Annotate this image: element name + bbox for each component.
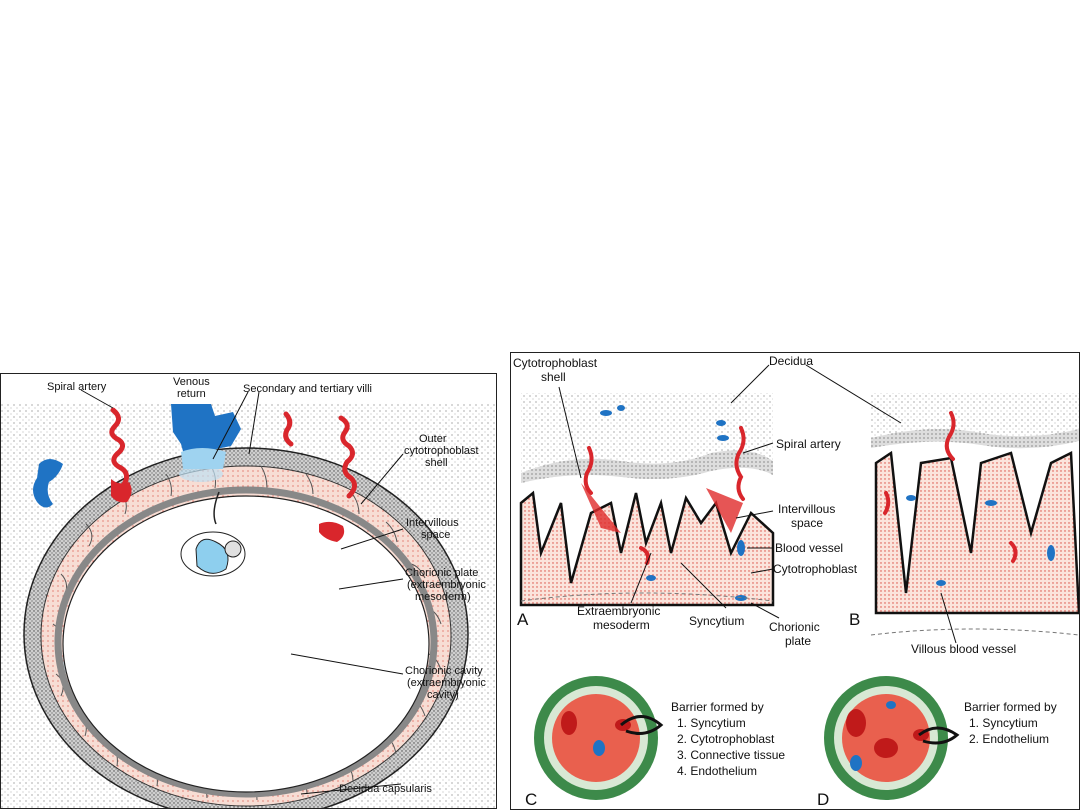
- label-chorionic-plate-3: mesoderm): [415, 591, 471, 603]
- label-outer-shell-1: Outer: [419, 433, 447, 445]
- right-leader-lines: [558, 364, 957, 644]
- label-venous-return-2: return: [177, 388, 206, 400]
- label-chorionic-plate-2: (extraembryonic: [407, 579, 486, 591]
- panel-label-d: D: [817, 790, 829, 809]
- label-intervillous-2: space: [421, 529, 450, 541]
- barrier-d-title: Barrier formed by: [964, 700, 1057, 714]
- label-cyto-shell-2: shell: [541, 370, 566, 384]
- label-chorionic-cavity-3: cavity): [427, 689, 459, 701]
- label-outer-shell-3: shell: [425, 457, 448, 469]
- label-intervillous-1: Intervillous: [406, 517, 459, 529]
- label-chorionic-plate-right-2: plate: [785, 634, 811, 648]
- panel-label-a: A: [517, 610, 529, 629]
- barrier-d-item-2: 2. Endothelium: [969, 732, 1049, 746]
- barrier-d-item-1: 1. Syncytium: [969, 716, 1038, 730]
- barrier-c-title: Barrier formed by: [671, 700, 764, 714]
- label-intervillous-right-1: Intervillous: [778, 502, 835, 516]
- leader-lines: [80, 389, 404, 795]
- panel-a-illustration: [519, 393, 775, 607]
- venous-blob-left: [33, 459, 63, 508]
- spiral-artery-tips: [111, 479, 345, 542]
- chorionic-cavity: [62, 495, 430, 793]
- barrier-c-item-4: 4. Endothelium: [677, 764, 757, 778]
- barrier-c-item-3: 3. Connective tissue: [677, 748, 785, 762]
- label-extraembryonic-2: mesoderm: [593, 618, 650, 632]
- label-chorionic-cavity-1: Chorionic cavity: [405, 665, 483, 677]
- chorionic-sac-diagram: Spiral artery Venous return Secondary an…: [1, 376, 496, 808]
- label-blood-vessel: Blood vessel: [775, 541, 843, 555]
- panel-b-illustration: [870, 393, 1079, 636]
- label-venous-return-1: Venous: [173, 376, 210, 388]
- venous-return: [171, 404, 241, 464]
- connecting-stalk: [213, 491, 220, 525]
- panel-d-villus-cross-section: [824, 676, 960, 800]
- barrier-c-item-2: 2. Cytotrophoblast: [677, 732, 775, 746]
- label-cytotrophoblast: Cytotrophoblast: [773, 562, 858, 576]
- label-chorionic-cavity-2: (extraembryonic: [407, 677, 486, 689]
- label-cyto-shell-1: Cytotrophoblast: [513, 356, 598, 370]
- yolk-sac: [224, 540, 242, 558]
- panel-label-b: B: [849, 610, 860, 629]
- chorionic-plate: [54, 486, 438, 798]
- villi-diagram: Cytotrophoblast shell Decidua Spiral art…: [513, 354, 1079, 809]
- label-decidua-capsularis: Decidua capsularis: [339, 783, 432, 795]
- label-villous-blood-vessel: Villous blood vessel: [911, 642, 1016, 656]
- label-intervillous-right-2: space: [791, 516, 823, 530]
- panel-c-villus-cross-section: [534, 676, 664, 800]
- barrier-c-item-1: 1. Syncytium: [677, 716, 746, 730]
- label-spiral-artery-right: Spiral artery: [776, 437, 841, 451]
- label-syncytium: Syncytium: [689, 614, 744, 628]
- spiral-arteries: [109, 407, 357, 499]
- label-villi: Secondary and tertiary villi: [243, 383, 372, 395]
- left-figure-chorionic-sac: Spiral artery Venous return Secondary an…: [0, 373, 497, 809]
- venous-light-area: [181, 448, 226, 469]
- label-spiral-artery: Spiral artery: [47, 381, 107, 393]
- label-decidua: Decidua: [769, 354, 813, 368]
- right-figure-villi: Cytotrophoblast shell Decidua Spiral art…: [510, 352, 1080, 810]
- label-outer-shell-2: cytotrophoblast: [404, 445, 479, 457]
- label-chorionic-plate-1: Chorionic plate: [405, 567, 478, 579]
- panel-label-c: C: [525, 790, 537, 809]
- label-chorionic-plate-right-1: Chorionic: [769, 620, 820, 634]
- label-extraembryonic-1: Extraembryonic: [577, 604, 660, 618]
